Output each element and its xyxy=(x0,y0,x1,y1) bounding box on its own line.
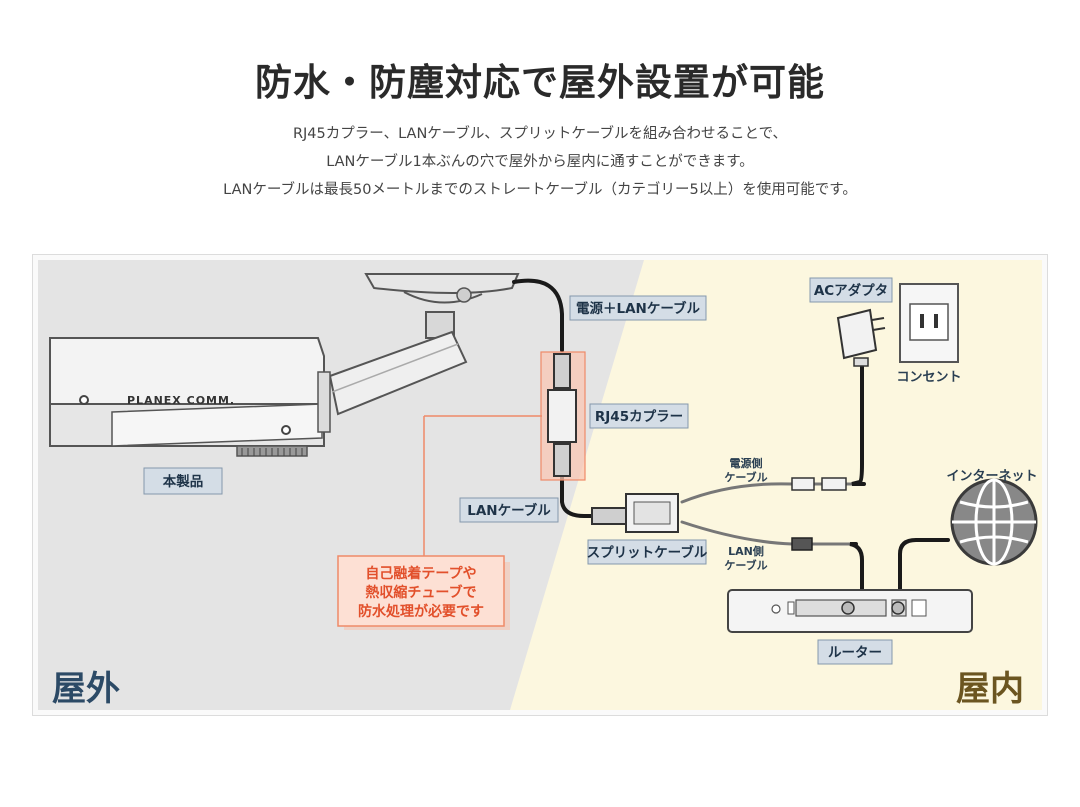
power-side-label-line-2: ケーブル xyxy=(724,470,767,484)
internet-globe-icon xyxy=(950,478,1038,566)
router-label: ルーター xyxy=(828,645,882,661)
installation-diagram: PLANEX COMM. 本製品 xyxy=(32,254,1048,716)
power-side-label-line-1: 電源側 xyxy=(730,456,763,470)
product-label: 本製品 xyxy=(163,473,204,490)
router-icon xyxy=(727,589,973,633)
camera-brand-text: PLANEX COMM. xyxy=(127,394,235,407)
split-cable-label: スプリットケーブル xyxy=(587,544,708,561)
power-plug-icon xyxy=(791,477,847,491)
intro-line-1: RJ45カプラー、LANケーブル、スプリットケーブルを組み合わせることで、 xyxy=(292,126,788,142)
lan-side-label-line-2: ケーブル xyxy=(724,558,767,572)
split-cable-label-box xyxy=(587,539,707,565)
intro-line-3: LANケーブルは最長50メートルまでのストレートケーブル（カテゴリー5以上）を使… xyxy=(223,182,857,198)
outlet-icon xyxy=(899,283,959,363)
note-line-2: 熱収縮チューブで xyxy=(365,584,476,601)
splitter-icon xyxy=(591,493,679,533)
coupler-label-box xyxy=(589,403,689,429)
lan-side-label-line-1: LAN側 xyxy=(728,544,764,558)
power-lan-cable-label: 電源＋LANケーブル xyxy=(576,300,701,317)
lan-cable-label-box xyxy=(459,497,559,523)
cable-lines xyxy=(512,278,950,596)
intro-line-2: LANケーブル1本ぶんの穴で屋外から屋内に通すことができます。 xyxy=(326,154,754,170)
router-label-box xyxy=(817,639,893,665)
outdoor-label: 屋外 xyxy=(52,669,120,709)
page-title: 防水・防塵対応で屋外設置が可能 xyxy=(255,61,825,104)
coupler-label: RJ45カプラー xyxy=(595,409,683,425)
camera-icon xyxy=(49,273,520,457)
diagram-canvas: PLANEX COMM. 本製品 xyxy=(32,254,1048,716)
note-line-3: 防水処理が必要です xyxy=(358,603,484,620)
lan-plug-icon xyxy=(791,537,813,551)
note-line-1: 自己融着テープや xyxy=(365,565,476,582)
internet-label: インターネット xyxy=(946,469,1037,484)
lan-cable-label: LANケーブル xyxy=(467,502,551,519)
waterproof-note: 自己融着テープや 熱収縮チューブで 防水処理が必要です xyxy=(337,555,510,630)
product-label-box xyxy=(143,467,223,495)
coupler-icon xyxy=(547,353,577,477)
ac-adapter-label-box xyxy=(809,277,893,303)
outlet-label: コンセント xyxy=(896,370,961,385)
power-lan-cable-label-box xyxy=(569,295,707,321)
indoor-label: 屋内 xyxy=(956,669,1024,709)
intro-text: RJ45カプラー、LANケーブル、スプリットケーブルを組み合わせることで、 LA… xyxy=(0,120,1080,204)
ac-adapter-icon xyxy=(836,308,886,367)
ac-adapter-label: ACアダプタ xyxy=(814,282,888,299)
